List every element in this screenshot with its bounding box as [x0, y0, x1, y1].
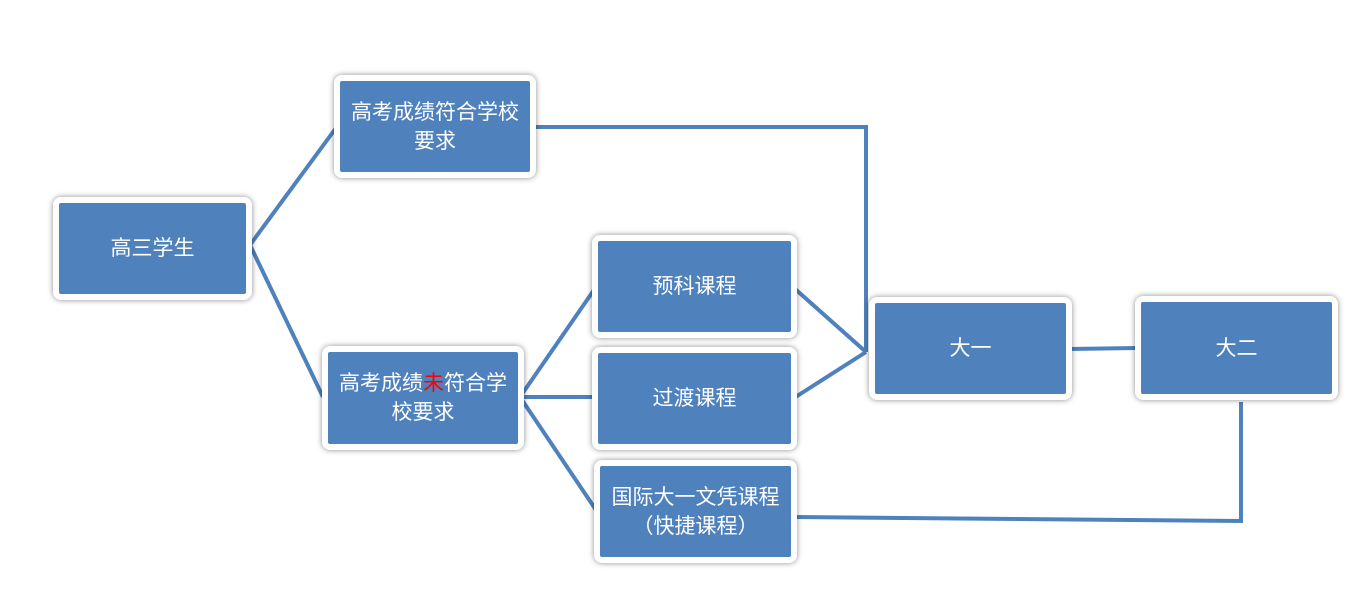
node-transition-course-label: 过渡课程 — [652, 386, 737, 410]
node-foundation-course: 预科课程 — [592, 235, 797, 338]
connector-diploma-to-year2 — [793, 402, 1243, 524]
connector-meets-to-year1 — [535, 125, 868, 352]
node-year-two: 大二 — [1135, 296, 1338, 400]
connector-year1-to-year2 — [1068, 346, 1138, 351]
node-year-two-label: 大二 — [1215, 335, 1258, 360]
connector-student-to-not-meets — [248, 244, 325, 398]
node-score-not-meets: 高考成绩未符合学校要求 — [322, 346, 524, 450]
node-year-one: 大一 — [869, 297, 1072, 400]
connector-not-meets-to-foundation — [518, 285, 598, 399]
node-score-meets-label: 高考成绩符合学校要求 — [351, 99, 519, 153]
not-meets-text-after: 符合学校要求 — [391, 371, 508, 424]
node-year-one-label: 大一 — [949, 336, 992, 360]
node-diploma-course-label: 国际大一文凭课程（快捷课程） — [611, 484, 780, 538]
node-student-label: 高三学生 — [110, 236, 195, 260]
connector-student-to-meets — [248, 126, 338, 247]
node-score-not-meets-label: 高考成绩未符合学校要求 — [334, 369, 512, 427]
node-transition-course: 过渡课程 — [592, 347, 797, 450]
connector-transition-to-year1 — [792, 350, 868, 400]
not-meets-text-before: 高考成绩 — [339, 371, 423, 395]
node-student: 高三学生 — [53, 197, 252, 300]
node-diploma-course: 国际大一文凭课程（快捷课程） — [594, 460, 797, 563]
connector-foundation-to-year1 — [792, 286, 868, 354]
node-score-meets: 高考成绩符合学校要求 — [334, 75, 536, 178]
node-foundation-course-label: 预科课程 — [652, 274, 737, 298]
not-meets-highlight: 未 — [423, 371, 444, 395]
connector-not-meets-to-diploma — [518, 395, 598, 512]
